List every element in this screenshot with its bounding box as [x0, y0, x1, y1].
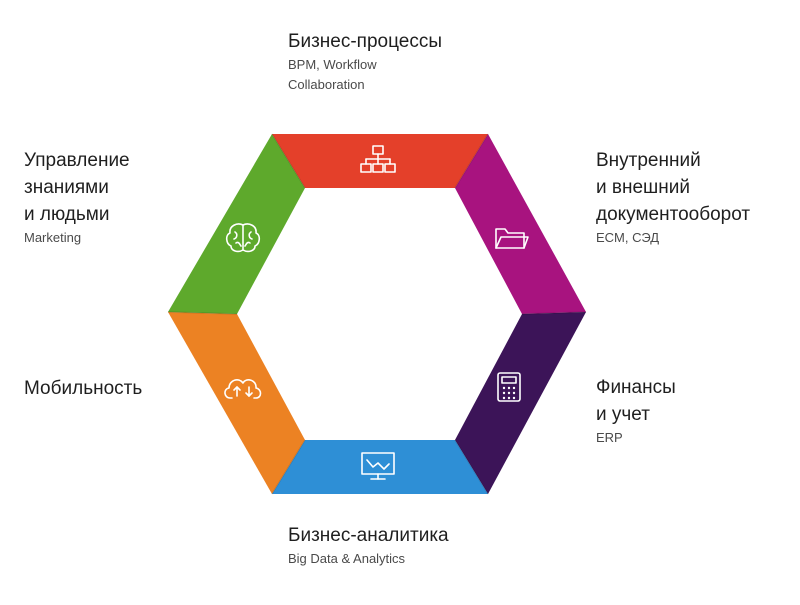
subtitle-line: Collaboration	[288, 77, 365, 92]
label-document-flow: Внутренний и внешний документооборот ECM…	[596, 147, 750, 248]
title-line: Управление	[24, 150, 130, 171]
subtitle-line: Marketing	[24, 230, 82, 245]
business-processes-title: Бизнес-процессы	[288, 28, 442, 55]
subtitle-line: Big Data & Analytics	[288, 551, 406, 566]
upper-right-segment	[455, 134, 586, 314]
finance-subtitle: ERP	[596, 428, 676, 448]
business-processes-subtitle: BPM, Workflow Collaboration	[288, 55, 442, 95]
top-segment	[272, 134, 488, 188]
business-analytics-subtitle: Big Data & Analytics	[288, 549, 449, 569]
subtitle-line: ERP	[596, 430, 623, 445]
segment-fold-line	[454, 439, 489, 495]
segment-fold-line	[454, 133, 489, 189]
title-line: документооборот	[596, 204, 751, 225]
label-mobility: Мобильность	[24, 375, 142, 402]
lower-left-segment	[168, 312, 305, 494]
org-chart-icon	[360, 145, 396, 173]
title-line: Внутренний	[596, 150, 701, 171]
title-line: Бизнес-процессы	[288, 31, 442, 52]
title-line: и учет	[596, 404, 650, 425]
title-line: знаниями	[24, 177, 109, 198]
subtitle-line: ECM, СЭД	[596, 230, 660, 245]
label-finance: Финансы и учет ERP	[596, 374, 676, 448]
title-line: Мобильность	[24, 378, 143, 399]
title-line: Финансы	[596, 377, 676, 398]
document-flow-subtitle: ECM, СЭД	[596, 228, 750, 248]
label-knowledge-management: Управление знаниями и людьми Marketing	[24, 147, 130, 248]
business-analytics-title: Бизнес-аналитика	[288, 522, 449, 549]
calculator-icon	[497, 372, 521, 402]
brain-icon	[225, 223, 261, 253]
title-line: и внешний	[596, 177, 691, 198]
label-business-analytics: Бизнес-аналитика Big Data & Analytics	[288, 522, 449, 569]
lower-right-segment	[455, 312, 586, 494]
cloud-sync-icon	[224, 379, 262, 399]
bottom-segment	[272, 440, 488, 494]
segment-fold-line	[521, 311, 587, 315]
knowledge-management-subtitle: Marketing	[24, 228, 130, 248]
title-line: Бизнес-аналитика	[288, 525, 449, 546]
title-line: и людьми	[24, 204, 110, 225]
knowledge-management-title: Управление знаниями и людьми	[24, 147, 130, 228]
monitor-chart-icon	[361, 452, 395, 480]
label-business-processes: Бизнес-процессы BPM, Workflow Collaborat…	[288, 28, 442, 95]
document-flow-title: Внутренний и внешний документооборот	[596, 147, 750, 228]
segment-fold-line	[167, 311, 238, 315]
folder-icon	[495, 228, 529, 249]
mobility-title: Мобильность	[24, 375, 142, 402]
finance-title: Финансы и учет	[596, 374, 676, 428]
segment-fold-line	[271, 439, 306, 495]
segment-fold-line	[271, 133, 306, 189]
subtitle-line: BPM, Workflow	[288, 57, 377, 72]
